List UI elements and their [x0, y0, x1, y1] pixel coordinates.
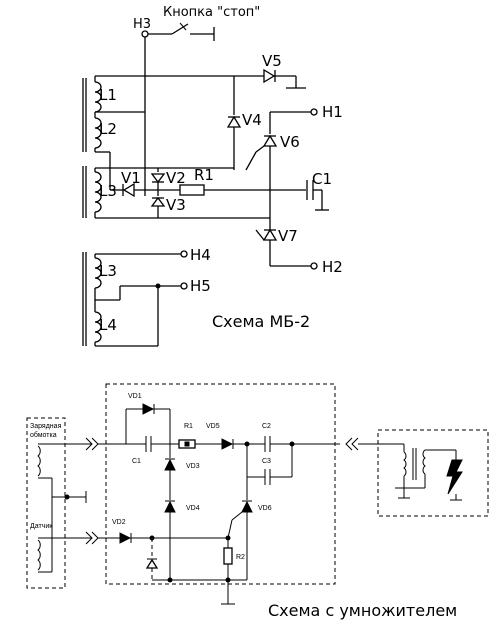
label-v3: V3: [166, 196, 186, 214]
label-c3: C3: [262, 458, 271, 465]
label-c2: C2: [262, 423, 271, 430]
winding-coil: [37, 445, 41, 477]
sensor-label: Датчик: [30, 523, 53, 530]
ignition-coil-primary: [403, 451, 407, 477]
label-vd2: VD2: [112, 519, 126, 526]
label-vd1: VD1: [128, 393, 142, 400]
diode-vd4: [164, 500, 176, 513]
transformer-l1-l2: [82, 76, 102, 152]
label-r1-bottom: R1: [184, 423, 193, 430]
label-vd5: VD5: [206, 423, 220, 430]
main-dashed-box: [105, 383, 336, 585]
label-v5: V5: [262, 52, 282, 70]
diode-v5: [263, 68, 306, 89]
capacitor-c1: [306, 180, 329, 211]
caption-multiplier: Схема с умножителем: [268, 601, 457, 620]
terminal-h5: [180, 282, 188, 290]
diode-vd5: [221, 438, 234, 450]
label-v2: V2: [166, 169, 186, 187]
label-l4: L4: [99, 316, 117, 334]
label-l3-bottom: L3: [99, 262, 117, 280]
ignition-coil-secondary: [422, 449, 426, 475]
caption-mb2: Схема МБ-2: [212, 312, 310, 331]
diode-v2: [150, 173, 166, 184]
stop-button-label: Кнопка "стоп": [163, 5, 260, 20]
dashed-zener: [145, 558, 159, 569]
label-h3: H3: [133, 17, 151, 32]
winding-label-2: обмотка: [30, 431, 57, 439]
label-r1: R1: [194, 166, 214, 184]
terminal-h4: [180, 250, 188, 258]
label-h2: H2: [322, 258, 343, 276]
spark-icon: [446, 459, 463, 495]
diode-vd3: [164, 458, 176, 471]
thyristor-vd6: [231, 500, 253, 521]
label-l3: L3: [99, 182, 117, 200]
label-vd3: VD3: [186, 463, 200, 470]
diode-v4: [226, 115, 242, 128]
transformer-l3: [82, 166, 102, 218]
label-v7: V7: [278, 227, 298, 245]
resistor-r1: [179, 184, 205, 196]
transformer-l3-l4: [82, 252, 102, 346]
label-c1-bottom: C1: [132, 458, 141, 465]
label-h4: H4: [190, 246, 211, 264]
stop-button: [141, 22, 215, 41]
thyristor-v7: [255, 228, 278, 241]
diode-vd2: [119, 532, 132, 544]
diagram-mb2: Кнопка "стоп" H3 L1 L2 V5: [82, 5, 343, 347]
label-c1: C1: [312, 170, 332, 188]
label-h5: H5: [190, 277, 211, 295]
winding-label-1: Зарядная: [30, 423, 62, 430]
sensor-coil: [37, 539, 41, 571]
diode-v3: [150, 196, 166, 207]
label-v6: V6: [280, 133, 300, 151]
label-v1: V1: [121, 169, 141, 187]
thyristor-v6: [255, 134, 278, 153]
label-l1: L1: [99, 86, 117, 104]
label-l2: L2: [99, 120, 117, 138]
label-vd6: VD6: [258, 505, 272, 512]
diode-vd1: [142, 403, 155, 415]
label-vd4: VD4: [186, 505, 200, 512]
resistor-r2: [223, 547, 233, 565]
label-h1: H1: [322, 103, 343, 121]
terminal-h1: [310, 108, 318, 116]
diagram-multiplier: Зарядная обмотка Датчик C1 VD1: [26, 383, 489, 620]
left-dashed-box: [26, 417, 66, 589]
terminal-h2: [310, 262, 318, 270]
label-r2: R2: [236, 554, 245, 561]
right-dashed-box: [377, 429, 489, 517]
label-v4: V4: [242, 111, 262, 129]
